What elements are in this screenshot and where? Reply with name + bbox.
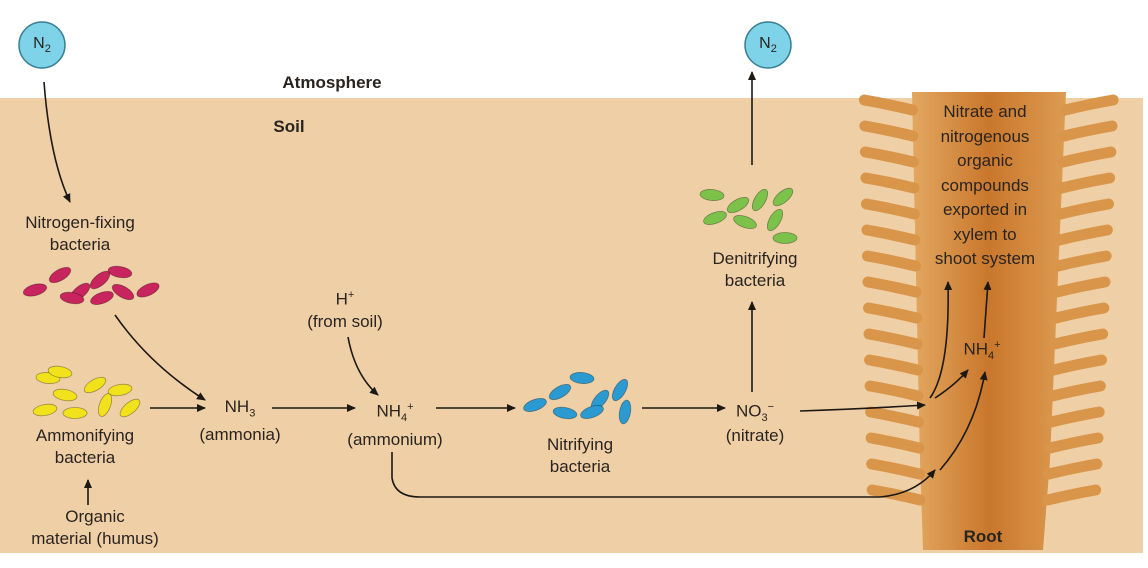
soil-label: Soil — [273, 117, 305, 136]
root-ammonium-label: NH4+ — [963, 339, 1001, 363]
bacterium — [523, 398, 547, 412]
bacterium — [47, 365, 73, 379]
denitrifying-bacteria — [699, 187, 798, 244]
bacterium — [119, 398, 141, 418]
root-hair — [1056, 172, 1116, 194]
root-hair — [866, 458, 926, 480]
arrow-fixing-to-nh3 — [114, 314, 206, 401]
root-hair — [1053, 224, 1113, 246]
root-hair — [1049, 328, 1109, 350]
root-hair — [1045, 406, 1105, 428]
n2-circle-left — [18, 21, 66, 69]
bacterium — [111, 283, 135, 301]
bacterium — [618, 399, 632, 425]
root-hair — [865, 406, 925, 428]
root-hair — [1042, 484, 1102, 506]
root-hair — [863, 302, 923, 324]
bacterium — [52, 388, 78, 402]
n2-left-label: N2 — [33, 34, 51, 56]
root-hair — [1059, 94, 1119, 116]
bacterium — [772, 187, 794, 207]
arrow-hplus-to-nh4 — [347, 336, 379, 396]
root-hair — [864, 354, 924, 376]
bacterium — [611, 378, 629, 402]
bacterium — [32, 403, 58, 417]
bacterium — [703, 211, 727, 225]
root — [858, 92, 1119, 550]
root-hair — [1050, 302, 1110, 324]
hplus-label: H+(from soil) — [307, 289, 383, 331]
root-hair — [1057, 146, 1117, 168]
bacterium — [726, 196, 750, 214]
ammonium-label: NH4+(ammonium) — [347, 401, 443, 450]
bacterium — [59, 291, 85, 305]
root-hair — [1052, 250, 1112, 272]
nitrate-label: NO3−(nitrate) — [725, 401, 785, 446]
root-hair — [862, 276, 922, 298]
bacterium — [552, 406, 578, 420]
n2-circle-right — [744, 21, 792, 69]
bacterium — [548, 383, 572, 401]
root-hair — [1043, 458, 1103, 480]
arrow-root-up-a — [929, 281, 953, 399]
nitrifying-bacteria — [523, 372, 632, 425]
bacterium — [107, 265, 133, 279]
root-hair — [860, 198, 920, 220]
bacterium — [699, 189, 725, 201]
bacterium — [569, 372, 595, 384]
root-hair — [861, 250, 921, 272]
bacterium — [83, 376, 107, 394]
ammonifying-bacteria — [32, 365, 141, 419]
ammonia-label: NH3(ammonia) — [199, 397, 281, 445]
root-hair — [858, 94, 918, 116]
root-hair — [861, 224, 921, 246]
root-hair — [1055, 198, 1115, 220]
bacterium — [766, 208, 784, 232]
root-hair — [859, 146, 919, 168]
bacterium — [62, 407, 88, 419]
arrows — [43, 71, 992, 505]
bacterium — [90, 291, 114, 305]
bacterium — [22, 283, 48, 297]
root-hair — [1058, 120, 1118, 142]
arrow-root-to-nh4-b — [939, 371, 988, 471]
bacterium — [772, 232, 798, 244]
bacterium — [107, 383, 133, 397]
root-hair — [863, 328, 923, 350]
root-hair — [1047, 354, 1107, 376]
atmosphere-label: Atmosphere — [282, 73, 382, 92]
root-hair — [1044, 432, 1104, 454]
nitrogen-fixing-bacteria — [22, 265, 160, 305]
bacterium — [98, 393, 112, 417]
arrow-no3-to-root — [799, 401, 926, 412]
root-hair — [1046, 380, 1106, 402]
bacterium — [48, 266, 72, 284]
arrow-nh4-to-root — [391, 452, 936, 498]
root-hair — [864, 380, 924, 402]
root-hair — [859, 120, 919, 142]
bacterium — [733, 215, 757, 229]
bacterium — [751, 188, 769, 212]
n2-right-label: N2 — [759, 34, 777, 56]
root-hair — [1051, 276, 1111, 298]
arrow-n2-to-fixing — [43, 81, 71, 203]
bacterium — [136, 282, 160, 298]
root-hair — [865, 432, 925, 454]
bacterium — [580, 405, 604, 419]
root-label: Root — [963, 527, 1003, 546]
arrow-root-up-b — [983, 281, 992, 339]
arrow-root-to-nh4-a — [934, 369, 969, 399]
root-hair — [860, 172, 920, 194]
